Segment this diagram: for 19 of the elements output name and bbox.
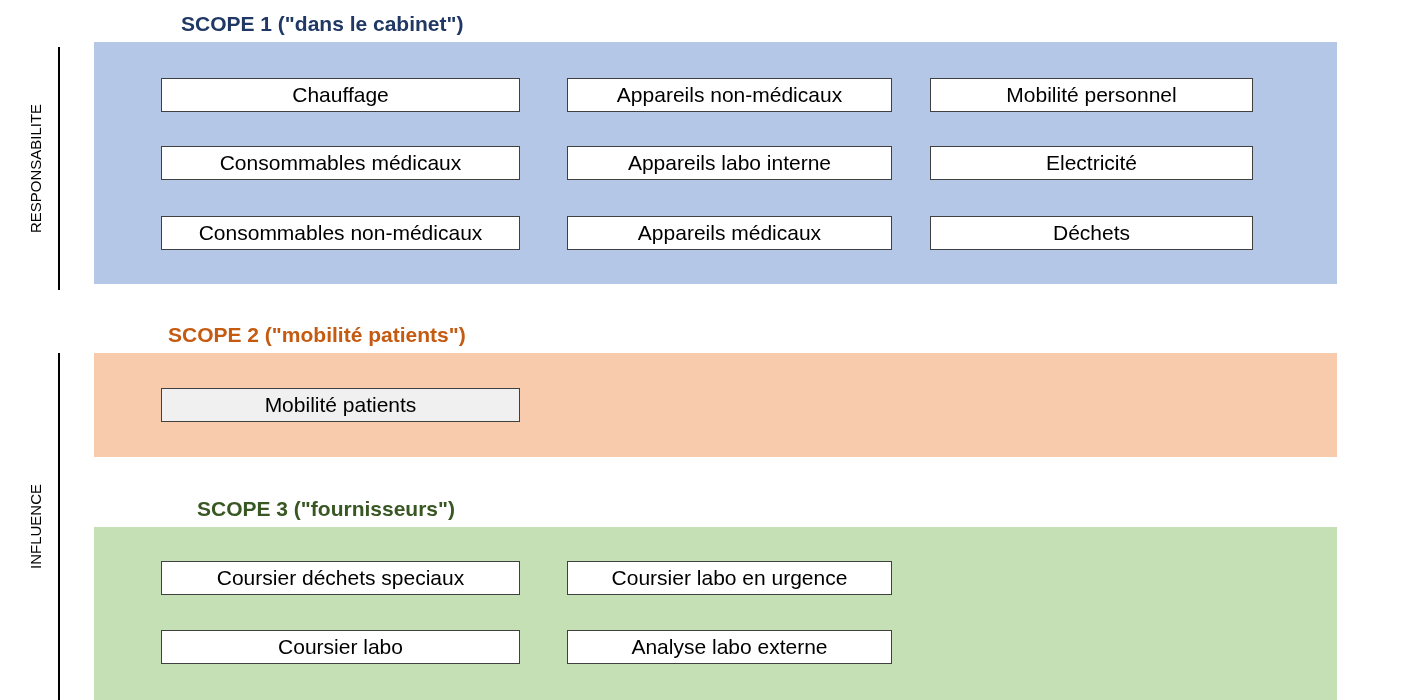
axis-label: INFLUENCE (26, 484, 44, 569)
category-box: Consommables médicaux (161, 146, 520, 180)
category-box: Déchets (930, 216, 1253, 250)
scope-heading: SCOPE 2 ("mobilité patients") (168, 323, 466, 347)
category-box: Coursier labo en urgence (567, 561, 892, 595)
category-box: Mobilité patients (161, 388, 520, 422)
category-box: Analyse labo externe (567, 630, 892, 664)
scope-heading: SCOPE 1 ("dans le cabinet") (181, 12, 464, 36)
category-box: Coursier labo (161, 630, 520, 664)
category-box: Appareils non-médicaux (567, 78, 892, 112)
category-box: Electricité (930, 146, 1253, 180)
scope-heading: SCOPE 3 ("fournisseurs") (197, 497, 455, 521)
category-box: Mobilité personnel (930, 78, 1253, 112)
category-box: Consommables non-médicaux (161, 216, 520, 250)
category-box: Chauffage (161, 78, 520, 112)
category-box: Appareils médicaux (567, 216, 892, 250)
axis-label: RESPONSABILITE (26, 103, 44, 234)
category-box: Appareils labo interne (567, 146, 892, 180)
category-box: Coursier déchets speciaux (161, 561, 520, 595)
